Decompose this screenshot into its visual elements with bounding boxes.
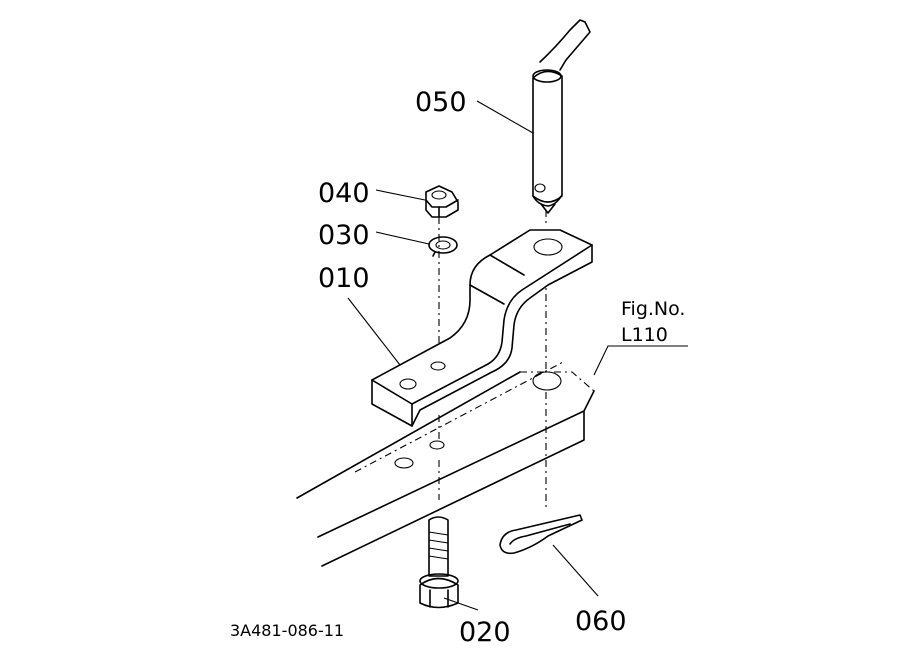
frame-hole-large [532, 371, 562, 391]
frame-bar [296, 360, 595, 567]
bracket-hole-top [533, 238, 563, 256]
clip-pin-060 [499, 514, 583, 555]
frame-hole-1 [394, 457, 414, 469]
callout-040: 040 [318, 178, 370, 209]
callout-020: 020 [459, 617, 511, 648]
pin-050 [532, 19, 591, 214]
figure-ref-line2: L110 [621, 324, 668, 346]
bracket-010 [371, 229, 593, 427]
drawing-code: 3A481-086-11 [230, 621, 344, 640]
bracket-hole-small [430, 361, 446, 371]
spring-washer-030 [428, 236, 458, 257]
figure-ref-line1: Fig.No. [621, 298, 685, 320]
callout-060: 060 [575, 606, 627, 637]
frame-hole-2 [429, 440, 445, 450]
callout-010: 010 [318, 263, 370, 294]
callout-030: 030 [318, 220, 370, 251]
nut-040 [425, 185, 459, 218]
bracket-hole-end [399, 378, 417, 390]
bolt-020 [419, 516, 459, 609]
callout-050: 050 [415, 87, 467, 118]
